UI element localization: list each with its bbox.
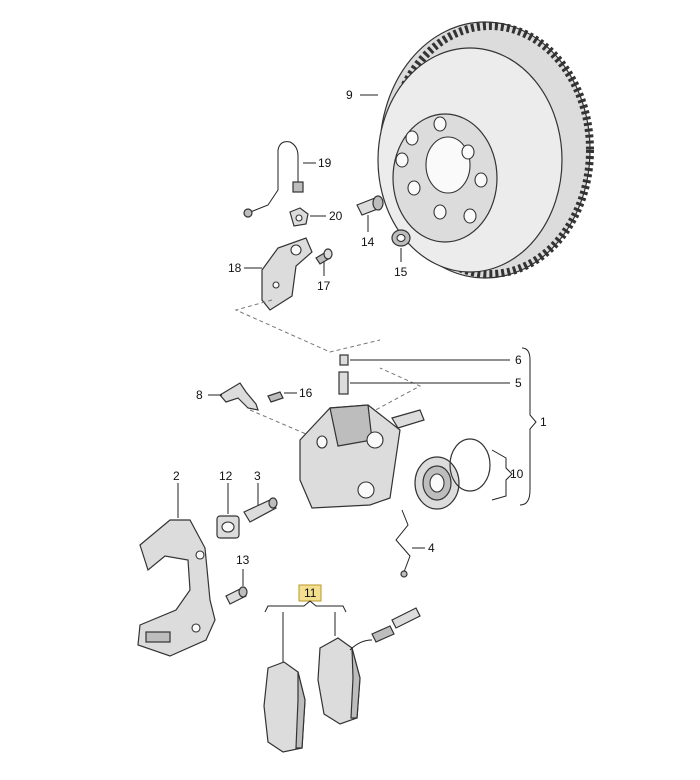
disc-bolt-holes [395,116,488,224]
clip-20[interactable] [289,207,309,227]
bushing-12[interactable] [216,515,240,539]
callout-14: 14 [361,235,375,249]
callout-18: 18 [228,261,242,275]
callout-1: 1 [540,415,547,429]
callout-10: 10 [510,467,524,481]
screw-17[interactable] [315,248,333,265]
bracket-18[interactable] [261,237,313,311]
callout-4: 4 [428,541,435,555]
brake-caliper[interactable] [299,404,425,509]
bushing-15[interactable] [391,229,411,247]
screw-16[interactable] [267,391,284,403]
brake-pad-outer[interactable] [317,637,361,725]
callout-9: 9 [346,88,353,102]
bleeder-screw-5[interactable] [338,371,349,395]
callout-5: 5 [515,376,522,390]
brake-line-19[interactable] [243,141,304,218]
callout-6: 6 [515,353,522,367]
callout-11: 11 [304,586,317,600]
callout-12: 12 [219,469,233,483]
callout-3: 3 [254,469,261,483]
piston-kit-10[interactable] [414,438,491,510]
callout-8: 8 [196,388,203,402]
wear-sensor-4[interactable] [395,509,411,578]
callout-20: 20 [329,209,343,223]
screw-13[interactable] [225,586,248,605]
callout-17: 17 [317,279,331,293]
pad-wear-sensor[interactable] [349,607,421,651]
callout-2: 2 [173,469,180,483]
brake-disc[interactable] [377,21,594,279]
brake-carrier-2[interactable] [137,519,216,657]
callout-16: 16 [299,386,313,400]
bleeder-cap-6[interactable] [339,354,349,366]
disc-screw-14[interactable] [356,195,384,216]
callout-15: 15 [394,265,408,279]
callout-19: 19 [318,156,332,170]
spring-plate-8[interactable] [219,382,259,411]
callout-13: 13 [236,553,250,567]
guide-pin-3[interactable] [243,497,278,523]
brake-pad-inner[interactable] [263,661,306,753]
